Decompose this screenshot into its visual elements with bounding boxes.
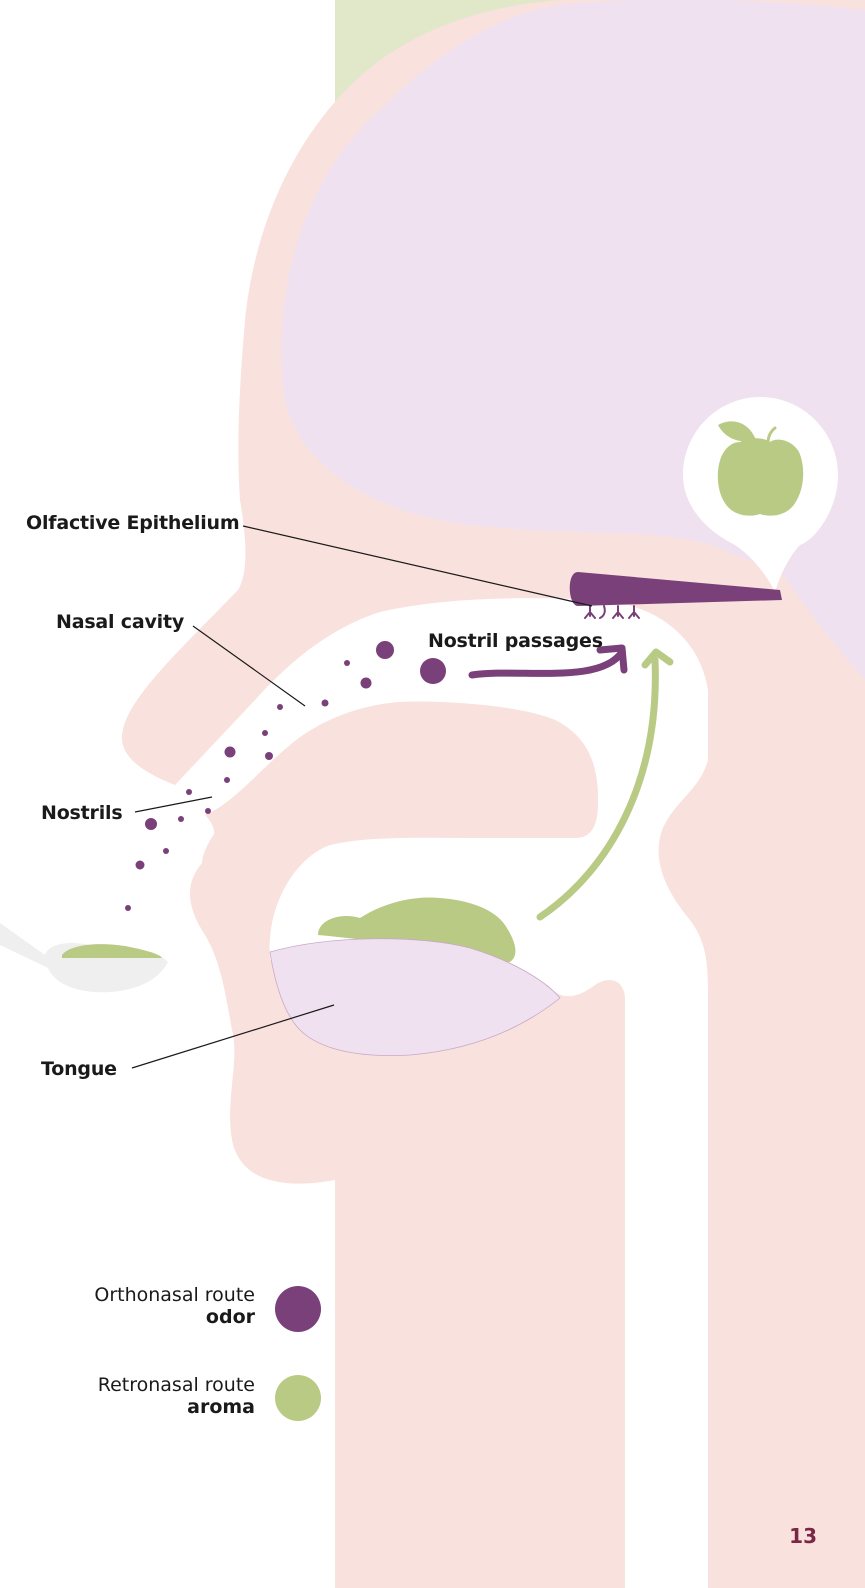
label-nostrils: Nostrils <box>41 802 122 824</box>
odor-particle <box>277 704 283 710</box>
odor-particle <box>420 658 446 684</box>
odor-particle <box>163 848 169 854</box>
odor-particle <box>361 678 372 689</box>
label-tongue: Tongue <box>41 1058 117 1080</box>
legend-orthonasal: Orthonasal route odor <box>94 1284 255 1328</box>
odor-particle <box>265 752 273 760</box>
legend-orthonasal-dot <box>275 1286 321 1332</box>
odor-particle <box>136 861 145 870</box>
odor-particle <box>322 700 329 707</box>
odor-particle <box>224 777 230 783</box>
legend-retronasal-kind: aroma <box>98 1396 255 1418</box>
legend-orthonasal-route: Orthonasal route <box>94 1284 255 1306</box>
label-nostril-passages: Nostril passages <box>428 630 603 652</box>
odor-particle <box>262 730 268 736</box>
odor-particle <box>205 808 211 814</box>
odor-particle <box>178 816 184 822</box>
legend-retronasal: Retronasal route aroma <box>98 1374 255 1418</box>
label-olfactive-epithelium: Olfactive Epithelium <box>26 512 239 534</box>
page-number: 13 <box>789 1524 817 1548</box>
label-nasal-cavity: Nasal cavity <box>56 611 184 633</box>
legend-retronasal-route: Retronasal route <box>98 1374 255 1396</box>
odor-particle <box>186 789 192 795</box>
odor-particle <box>344 660 350 666</box>
legend-orthonasal-kind: odor <box>94 1306 255 1328</box>
odor-particle <box>225 747 236 758</box>
spoon <box>0 923 168 992</box>
odor-particle <box>376 641 394 659</box>
odor-particle <box>125 905 131 911</box>
legend-retronasal-dot <box>275 1375 321 1421</box>
odor-particle <box>145 818 157 830</box>
